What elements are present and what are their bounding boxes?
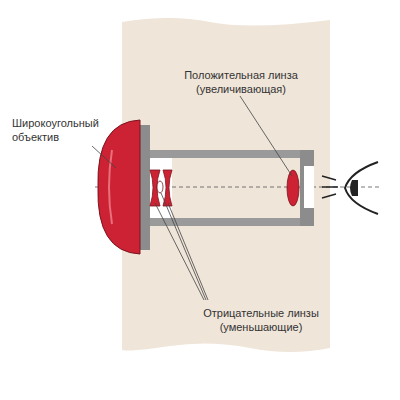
door	[122, 18, 330, 352]
light-rays	[322, 176, 338, 198]
callout-label: Широкоугольный объектив	[12, 116, 112, 144]
lens-cavity	[150, 158, 172, 218]
lens-highlight	[109, 150, 112, 224]
leader-lines	[92, 96, 292, 300]
eyepiece-opening	[304, 166, 314, 208]
eye	[345, 162, 378, 214]
callout-label: Положительная линза (увеличивающая)	[176, 68, 306, 96]
eye-iris	[350, 180, 358, 196]
wide-angle-lens	[98, 120, 140, 254]
flange	[140, 125, 150, 250]
tube-wall	[150, 150, 310, 158]
callout-label: Отрицательные линзы (уменьшающие)	[196, 306, 326, 334]
eyepiece-cap	[300, 150, 314, 226]
negative-lens	[157, 181, 163, 193]
positive-lens	[287, 170, 299, 206]
